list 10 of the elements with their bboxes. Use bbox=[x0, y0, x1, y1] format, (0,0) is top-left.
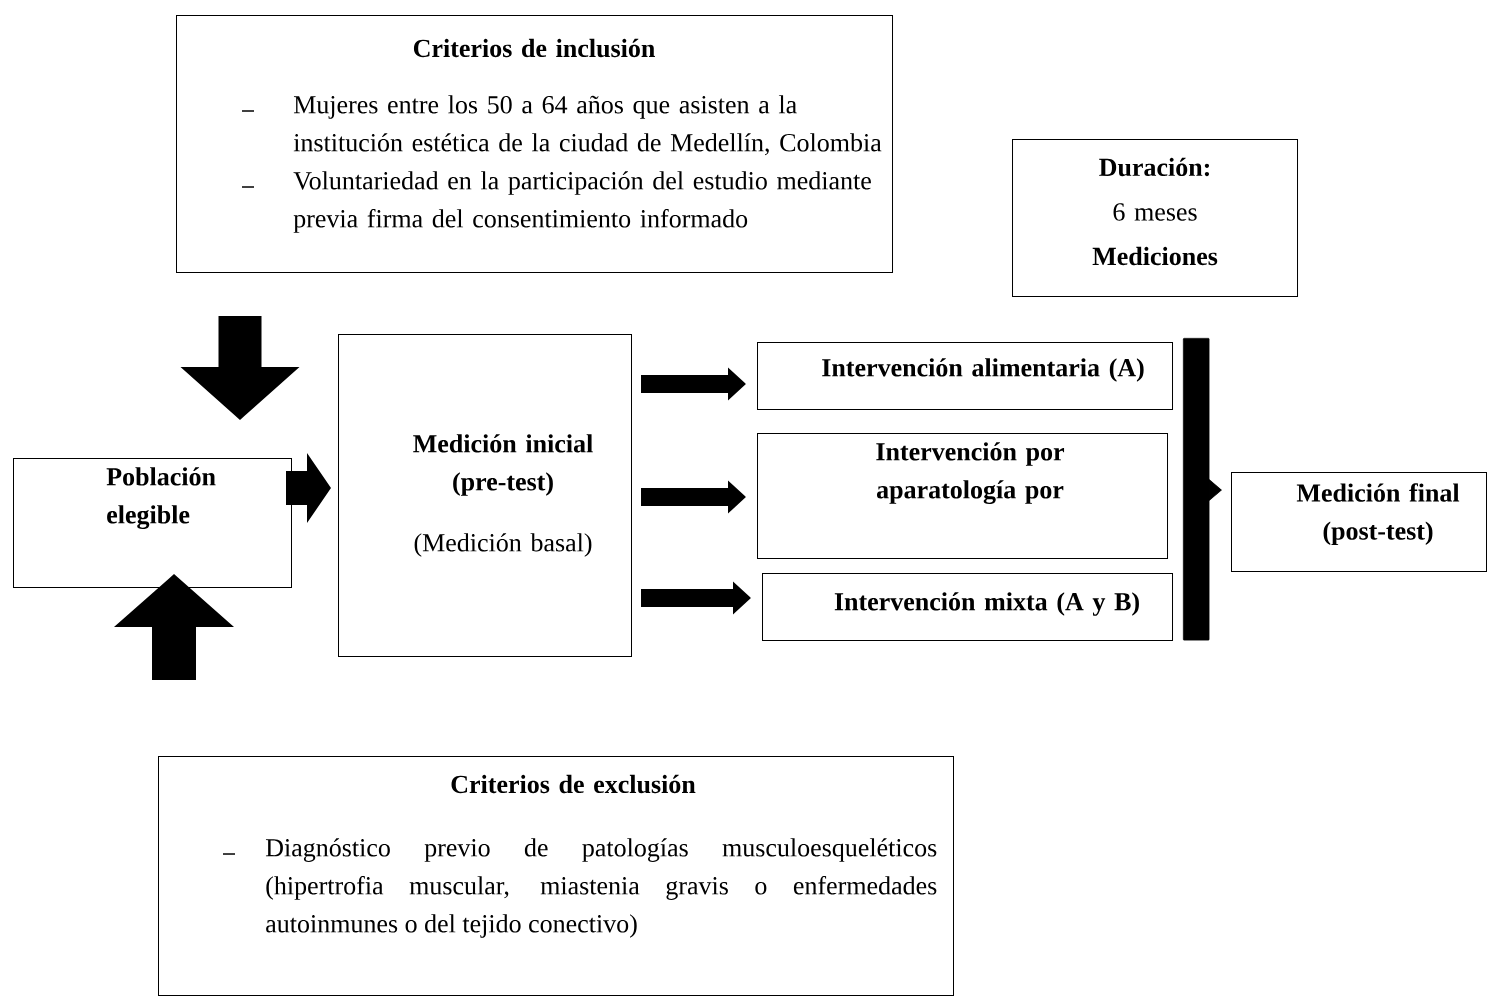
process-box: Medición inicial (pre-test) (Medición basal) bbox=[338, 334, 632, 657]
block-arrow bbox=[1208, 479, 1222, 501]
process-box: Intervención por aparatología por bbox=[757, 433, 1168, 559]
duration-box: Duración: 6 meses Mediciones bbox=[1012, 139, 1298, 297]
process-box: Intervención alimentaria (A) bbox=[757, 342, 1173, 410]
criteria-box: Criterios de inclusión Mujeres entre los 50 a 64 años que asisten a la institución estética de la ciudad de Medellín, Colombia Voluntariedad en la participación del estudio mediante previa firma del consentimiento informado bbox=[176, 15, 893, 273]
criteria-box: Criterios de exclusión Diagnóstico previo de patologías musculoesqueléticos (hipertrofia muscular, miastenia gravis o enfermedades autoinmunes o del tejido conectivo) bbox=[158, 756, 954, 996]
process-box: Intervención mixta (A y B) bbox=[762, 573, 1173, 641]
process-box: Población elegible bbox=[13, 458, 292, 588]
process-box: Medición final (post-test) bbox=[1231, 472, 1487, 572]
